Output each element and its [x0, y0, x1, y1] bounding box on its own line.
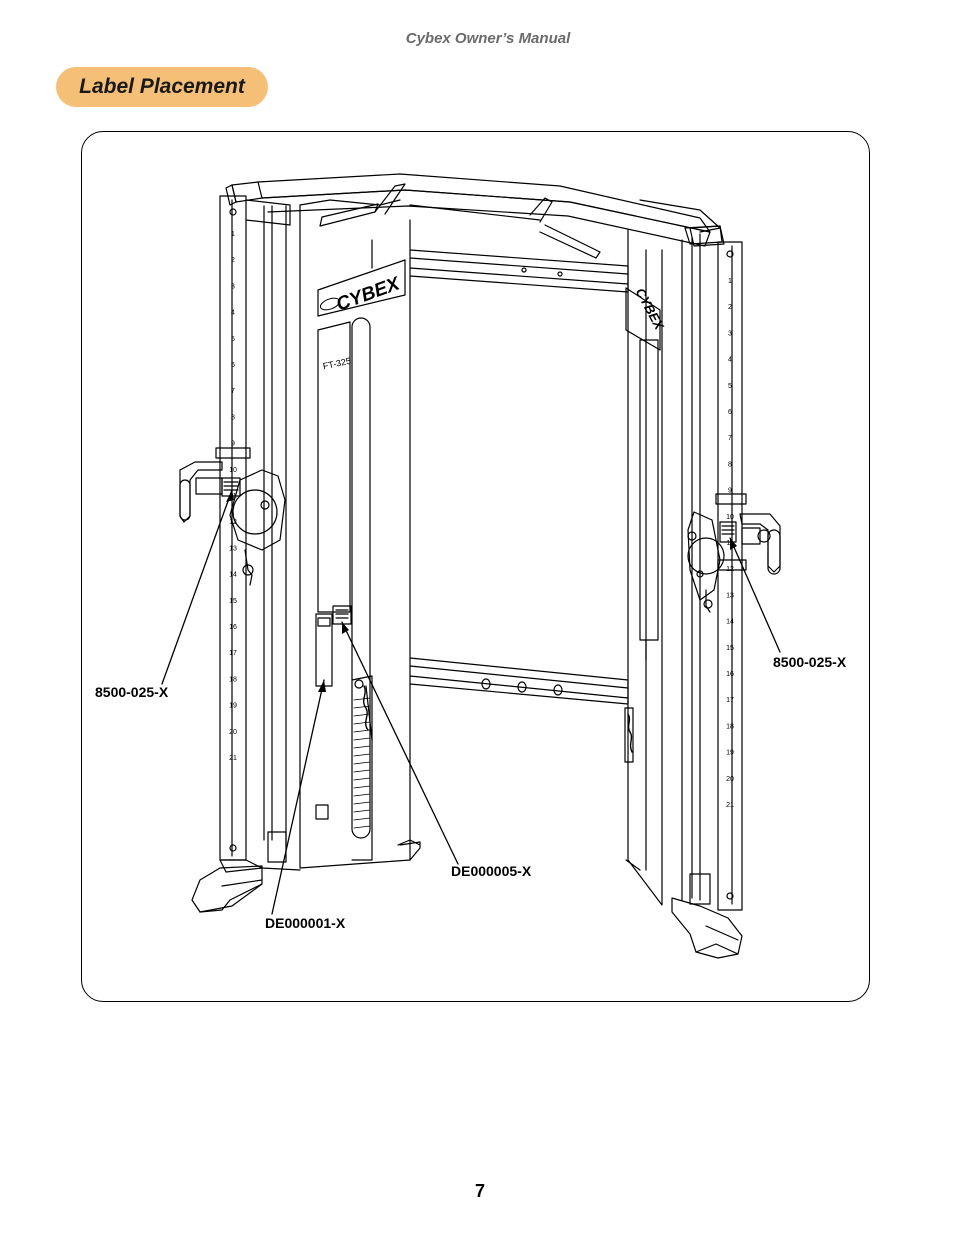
callout-right-handle-label: 8500-025-X — [773, 654, 847, 670]
scale-number: 16 — [229, 624, 237, 631]
scale-number: 18 — [229, 676, 237, 683]
scale-number: 9 — [231, 441, 235, 448]
scale-number: 15 — [229, 598, 237, 605]
scale-number: 17 — [726, 697, 734, 704]
scale-number: 7 — [231, 388, 235, 395]
scale-number: 12 — [229, 519, 237, 526]
scale-number: 21 — [726, 802, 734, 809]
scale-number: 9 — [728, 488, 732, 495]
scale-number: 15 — [726, 645, 734, 652]
scale-number: 8 — [728, 461, 732, 468]
section-title-pill: Label Placement — [56, 67, 268, 107]
scale-number: 20 — [229, 729, 237, 736]
scale-number: 19 — [726, 750, 734, 757]
scale-number: 3 — [728, 330, 732, 337]
scale-number: 14 — [726, 619, 734, 626]
right-weight-panel — [624, 229, 663, 906]
scale-number: 6 — [231, 362, 235, 369]
callout-left-handle-label: 8500-025-X — [95, 684, 169, 700]
scale-number: 1 — [728, 278, 732, 285]
figure-frame — [81, 131, 870, 1002]
scale-number: 18 — [726, 723, 734, 730]
page-number: 7 — [474, 1181, 485, 1201]
scale-number: 7 — [728, 435, 732, 442]
scale-number: 4 — [728, 357, 732, 364]
model-label: FT-325 — [322, 356, 352, 372]
scale-number: 3 — [231, 283, 235, 290]
scale-number: 11 — [229, 493, 236, 500]
scale-number: 19 — [229, 703, 237, 710]
running-header: Cybex Owner’s Manual — [405, 30, 571, 47]
left-weight-stack — [353, 685, 371, 829]
scale-number: 6 — [728, 409, 732, 416]
scale-number: 21 — [229, 755, 237, 762]
scale-number: 1 — [231, 231, 235, 238]
scale-number: 10 — [229, 467, 237, 474]
scale-number: 13 — [229, 545, 237, 552]
callout-upper-panel-label: DE000005-X — [451, 863, 532, 879]
leader-arrowheads — [226, 490, 737, 692]
scale-number: 13 — [726, 592, 734, 599]
brand-marking-left: CYBEX — [319, 273, 404, 316]
scale-number: 17 — [229, 650, 237, 657]
scale-number: 8 — [231, 414, 235, 421]
scale-number: 4 — [231, 310, 235, 317]
callout-lower-panel-label: DE000001-X — [265, 915, 346, 931]
left-weight-panel — [299, 204, 421, 869]
scale-number: 2 — [728, 304, 732, 311]
scale-number: 11 — [726, 540, 733, 547]
scale-number: 5 — [728, 383, 732, 390]
scale-number: 5 — [231, 336, 235, 343]
model-marking: FT-325 — [322, 356, 352, 372]
leader-lines — [161, 489, 781, 915]
right-column — [681, 225, 781, 911]
scale-number: 20 — [726, 776, 734, 783]
section-title: Label Placement — [79, 75, 245, 98]
scale-number: 16 — [726, 671, 734, 678]
left-foot — [191, 865, 263, 913]
scale-number: 10 — [726, 514, 734, 521]
brand-logo-text: CYBEX — [334, 273, 404, 316]
back-crossbars — [409, 249, 629, 705]
right-weight-stack — [627, 713, 633, 753]
scale-number: 2 — [231, 257, 235, 264]
right-foot — [671, 897, 743, 959]
scale-number: 14 — [229, 572, 237, 579]
scale-number: 12 — [726, 566, 734, 573]
top-frame — [225, 173, 723, 269]
left-column — [179, 195, 301, 873]
